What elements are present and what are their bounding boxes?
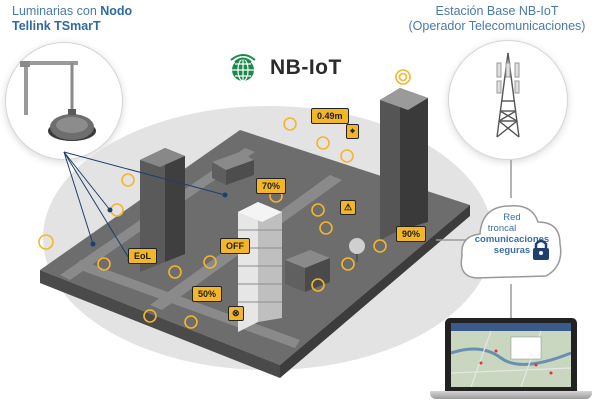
left-header-line2: Tellink TSmarT [12, 19, 101, 33]
right-header-line1: Estación Base NB-IoT [435, 4, 559, 18]
nbiot-logo: NB-IoT [226, 52, 342, 84]
logo-text: NB-IoT [270, 56, 342, 79]
location-pin-icon: ⌖ [346, 124, 360, 139]
cloud-line3: comunicaciones [474, 234, 550, 245]
laptop-screen [445, 318, 577, 392]
badge-50: 50% [192, 286, 223, 302]
disabled-icon: ⊗ [228, 306, 244, 321]
globe-signal-icon [230, 54, 256, 82]
left-header-prefix: Luminarias con [12, 4, 97, 18]
badge-off: OFF [220, 238, 250, 254]
right-header-line2: (Operador Telecomunicaciones) [408, 19, 586, 33]
badge-70: 70% [256, 178, 287, 194]
cloud-line1: Red [503, 212, 521, 223]
padlock-icon [528, 236, 554, 267]
base-station-circle [448, 40, 568, 160]
node-link-lines [63, 151, 226, 261]
map-dashboard [451, 323, 571, 387]
right-header: Estación Base NB-IoT (Operador Telecomun… [402, 4, 592, 34]
badge-eol: EoL [128, 248, 157, 264]
cloud-line2: troncal [487, 223, 517, 234]
cell-tower-icon [496, 52, 520, 138]
left-header: Luminarias con Nodo Tellink TSmarT [12, 4, 132, 34]
badge-90: 90% [396, 226, 427, 242]
warning-icon: ⚠ [340, 200, 357, 215]
streetlight-icon [20, 61, 96, 141]
cloud-label: Red troncal comunicaciones seguras [466, 212, 558, 256]
cloud-line4: seguras [493, 245, 531, 256]
laptop-base [430, 391, 592, 399]
badge-distance: 0.49m [311, 108, 349, 124]
left-header-bold: Nodo [100, 4, 133, 18]
streetlight-node-circle [5, 42, 123, 160]
